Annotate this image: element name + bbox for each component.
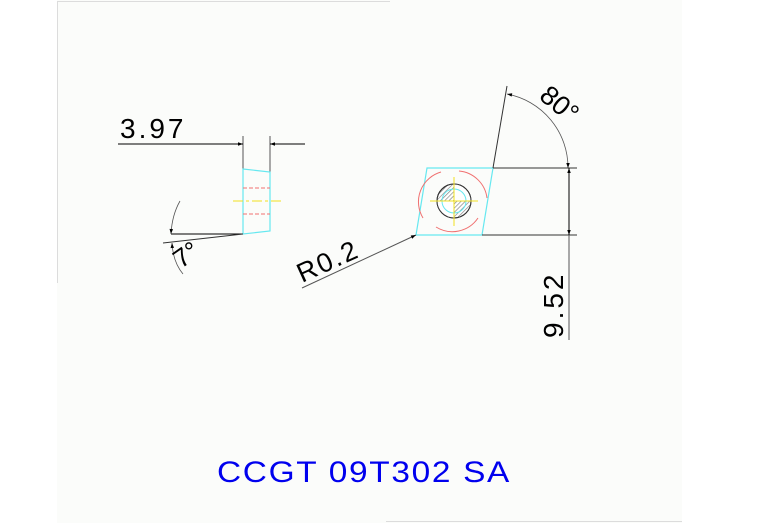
- top-view: R0.2 80° 9.52: [292, 80, 585, 340]
- thickness-dimension-label: 3.97: [120, 113, 187, 144]
- corner-radius-label: R0.2: [292, 234, 364, 288]
- included-angle-extension: [492, 85, 508, 169]
- hidden-circle-arc-upper-right: [458, 170, 488, 199]
- canvas-left-border: [57, 1, 58, 283]
- clearance-angle-line: [162, 233, 244, 244]
- clearance-angle-arc-lower: [170, 242, 184, 275]
- clearance-angle-label: 7°: [167, 235, 205, 274]
- included-angle-label: 80°: [534, 80, 585, 129]
- included-angle-arc: [506, 93, 570, 169]
- canvas-top-border: [57, 1, 390, 2]
- side-view: 3.97 7°: [118, 113, 305, 275]
- insert-side-profile: [242, 168, 271, 235]
- hidden-circle-arc-lower: [435, 217, 479, 233]
- insert-code-label: CCGT 09T302 SA: [217, 456, 511, 489]
- canvas-bottom-border: [386, 521, 682, 522]
- ic-dimension-label: 9.52: [538, 272, 569, 339]
- clearance-angle-arc-upper: [169, 200, 181, 235]
- corner-radius-leader: [301, 234, 417, 289]
- drawing-canvas: [57, 0, 682, 523]
- hidden-circle-arc-upper-left: [417, 171, 442, 219]
